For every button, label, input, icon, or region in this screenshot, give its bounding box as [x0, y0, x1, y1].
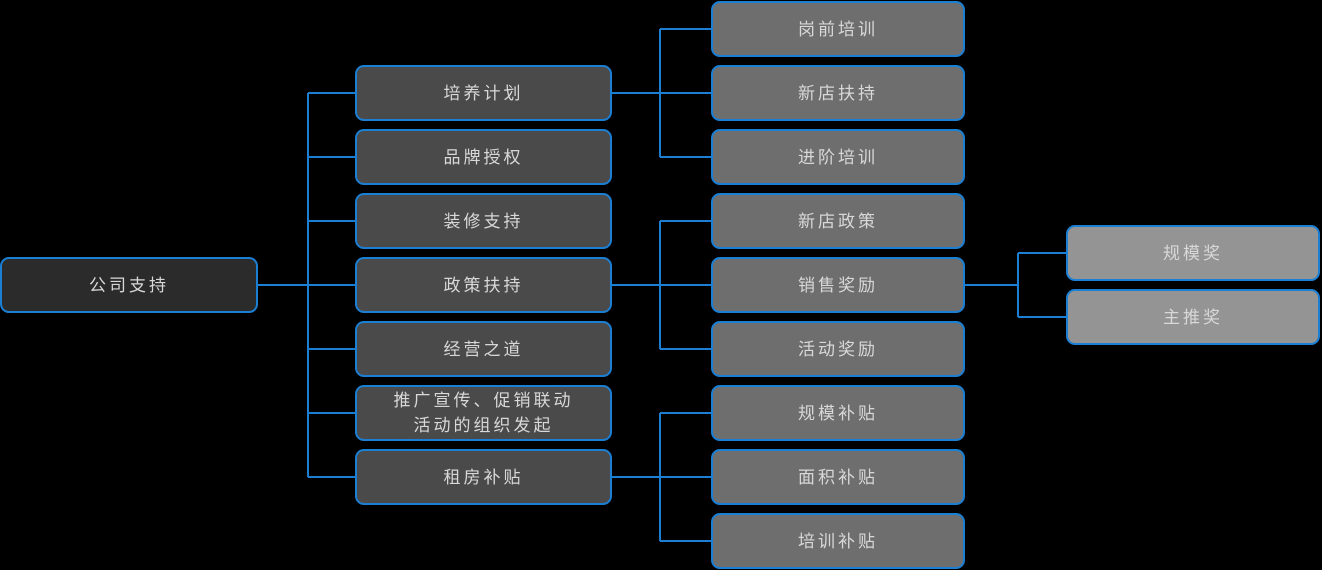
- node-label: 品牌授权: [443, 147, 524, 167]
- node-label: 活动奖励: [798, 339, 878, 359]
- node-n18[interactable]: 主推奖: [1066, 289, 1320, 345]
- node-label: 推广宣传、促销联动 活动的组织发起: [393, 391, 574, 435]
- node-label: 培养计划: [443, 83, 524, 103]
- node-n7[interactable]: 租房补贴: [355, 449, 612, 505]
- node-label: 装修支持: [443, 211, 524, 231]
- node-n4[interactable]: 政策扶持: [355, 257, 612, 313]
- node-n5[interactable]: 经营之道: [355, 321, 612, 377]
- node-n9[interactable]: 新店扶持: [711, 65, 965, 121]
- node-n11[interactable]: 新店政策: [711, 193, 965, 249]
- node-label: 规模奖: [1163, 243, 1223, 263]
- node-label: 主推奖: [1163, 307, 1223, 327]
- node-label: 新店扶持: [798, 83, 878, 103]
- node-n14[interactable]: 规模补贴: [711, 385, 965, 441]
- node-label: 新店政策: [798, 211, 878, 231]
- node-n0[interactable]: 公司支持: [0, 257, 258, 313]
- node-n8[interactable]: 岗前培训: [711, 1, 965, 57]
- node-n2[interactable]: 品牌授权: [355, 129, 612, 185]
- node-label: 面积补贴: [798, 467, 878, 487]
- node-label: 规模补贴: [798, 403, 878, 423]
- node-label: 岗前培训: [798, 19, 878, 39]
- node-n3[interactable]: 装修支持: [355, 193, 612, 249]
- node-n17[interactable]: 规模奖: [1066, 225, 1320, 281]
- node-label: 培训补贴: [798, 531, 878, 551]
- node-n1[interactable]: 培养计划: [355, 65, 612, 121]
- node-n16[interactable]: 培训补贴: [711, 513, 965, 569]
- node-n13[interactable]: 活动奖励: [711, 321, 965, 377]
- node-n6[interactable]: 推广宣传、促销联动 活动的组织发起: [355, 385, 612, 441]
- node-label: 销售奖励: [798, 275, 878, 295]
- node-label: 公司支持: [89, 275, 169, 295]
- node-n12[interactable]: 销售奖励: [711, 257, 965, 313]
- node-n15[interactable]: 面积补贴: [711, 449, 965, 505]
- node-label: 经营之道: [443, 339, 524, 359]
- node-n10[interactable]: 进阶培训: [711, 129, 965, 185]
- node-label: 租房补贴: [443, 467, 524, 487]
- node-label: 政策扶持: [443, 275, 524, 295]
- node-label: 进阶培训: [798, 147, 878, 167]
